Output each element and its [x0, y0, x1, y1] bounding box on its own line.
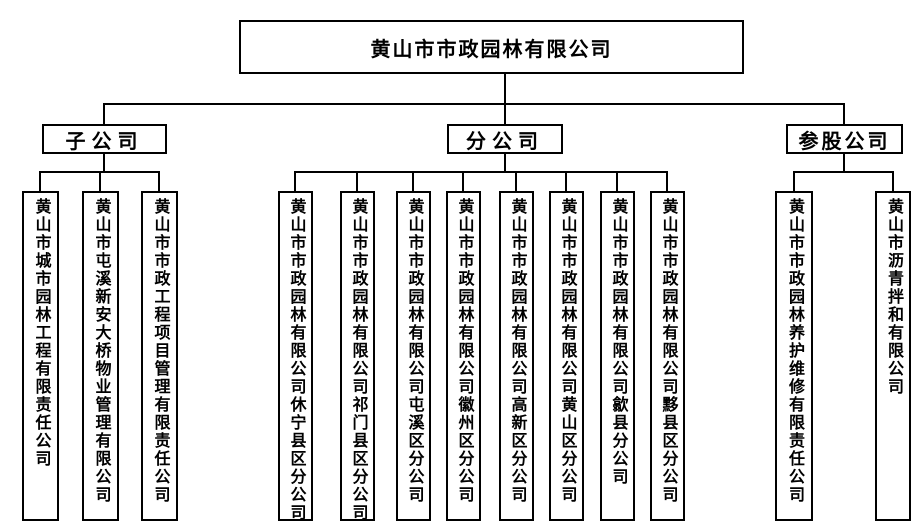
connector-line — [515, 171, 517, 191]
org-child-node: 黄山市市政园林有限公司歙县分公司 — [600, 191, 635, 521]
connector-line — [103, 154, 105, 172]
group-node-subsidiaries: 子公司 — [42, 124, 167, 154]
org-child-label: 黄山市市政园林有限公司休宁县区分公司 — [287, 198, 305, 522]
connector-line — [793, 171, 894, 173]
connector-line — [666, 171, 668, 191]
org-root-label: 黄山市市政园林有限公司 — [370, 38, 613, 61]
group-node-branches: 分公司 — [447, 124, 563, 154]
org-root-node: 黄山市市政园林有限公司 — [239, 20, 744, 74]
connector-line — [616, 171, 618, 191]
group-node-equity: 参股公司 — [786, 124, 903, 154]
org-child-label: 黄山市城市园林工程有限责任公司 — [32, 198, 50, 468]
org-child-node: 黄山市市政园林有限公司祁门县区分公司 — [340, 191, 375, 522]
connector-line — [565, 171, 567, 191]
org-child-label: 黄山市市政园林有限公司高新区分公司 — [508, 198, 526, 504]
connector-line — [843, 103, 845, 124]
org-child-label: 黄山市市政园林有限公司祁门县区分公司 — [349, 198, 367, 522]
org-child-node: 黄山市市政园林有限公司屯溪区分公司 — [396, 191, 431, 521]
connector-line — [99, 171, 101, 191]
org-child-node: 黄山市市政园林有限公司黟县区分公司 — [650, 191, 685, 521]
connector-line — [39, 171, 41, 191]
org-child-node: 黄山市屯溪新安大桥物业管理有限公司 — [82, 191, 119, 521]
org-child-node: 黄山市城市园林工程有限责任公司 — [22, 191, 59, 521]
org-child-label: 黄山市屯溪新安大桥物业管理有限公司 — [92, 198, 110, 504]
connector-line — [504, 154, 506, 172]
org-child-node: 黄山市市政工程项目管理有限责任公司 — [141, 191, 178, 521]
connector-line — [103, 103, 845, 105]
connector-line — [294, 171, 668, 173]
connector-line — [504, 74, 506, 124]
org-child-node: 黄山市市政园林有限公司黄山区分公司 — [549, 191, 584, 521]
connector-line — [294, 171, 296, 191]
connector-line — [843, 154, 845, 172]
org-child-node: 黄山市市政园林养护维修有限责任公司 — [775, 191, 813, 521]
connector-line — [793, 171, 795, 191]
org-child-node: 黄山市市政园林有限公司高新区分公司 — [499, 191, 534, 521]
group-label-branches: 分公司 — [466, 130, 544, 153]
org-child-node: 黄山市沥青拌和有限公司 — [875, 191, 911, 521]
org-child-node: 黄山市市政园林有限公司徽州区分公司 — [446, 191, 481, 521]
org-child-label: 黄山市市政园林有限公司屯溪区分公司 — [405, 198, 423, 504]
connector-line — [356, 171, 358, 191]
connector-line — [462, 171, 464, 191]
org-child-label: 黄山市市政园林有限公司徽州区分公司 — [455, 198, 473, 504]
connector-line — [103, 103, 105, 124]
org-child-label: 黄山市市政园林有限公司歙县分公司 — [609, 198, 627, 486]
group-label-equity: 参股公司 — [798, 130, 891, 153]
org-child-node: 黄山市市政园林有限公司休宁县区分公司 — [278, 191, 313, 522]
org-child-label: 黄山市沥青拌和有限公司 — [885, 198, 902, 396]
connector-line — [892, 171, 894, 191]
connector-line — [412, 171, 414, 191]
org-child-label: 黄山市市政园林有限公司黟县区分公司 — [659, 198, 677, 504]
connector-line — [158, 171, 160, 191]
org-child-label: 黄山市市政园林养护维修有限责任公司 — [786, 198, 803, 504]
org-child-label: 黄山市市政工程项目管理有限责任公司 — [151, 198, 169, 504]
group-label-subsidiaries: 子公司 — [65, 130, 144, 153]
org-child-label: 黄山市市政园林有限公司黄山区分公司 — [558, 198, 576, 504]
